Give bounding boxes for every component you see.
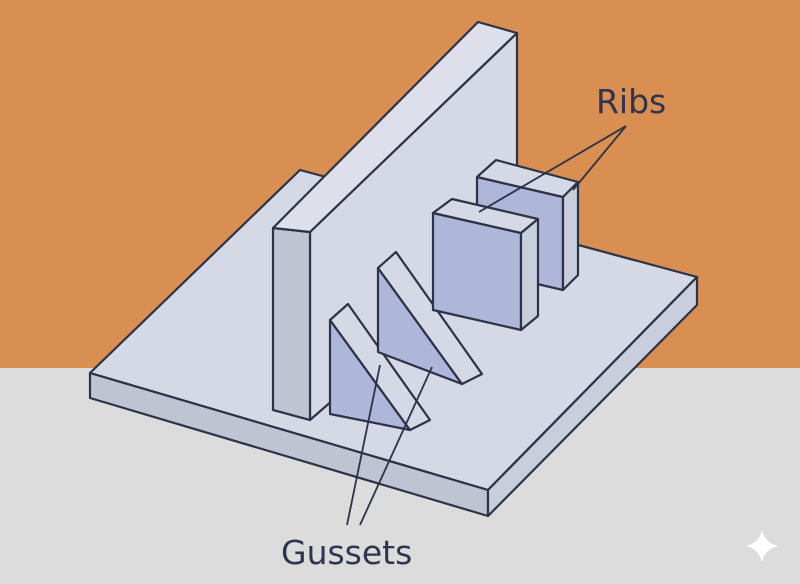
gussets-label: Gussets	[281, 533, 412, 572]
ribs-leader-lines	[478, 125, 627, 213]
gusset-2	[376, 250, 484, 386]
gussets-leader-lines	[346, 364, 433, 526]
ribs-label: Ribs	[596, 82, 666, 121]
rib-1	[431, 197, 540, 332]
sparkle-icon	[746, 530, 778, 562]
